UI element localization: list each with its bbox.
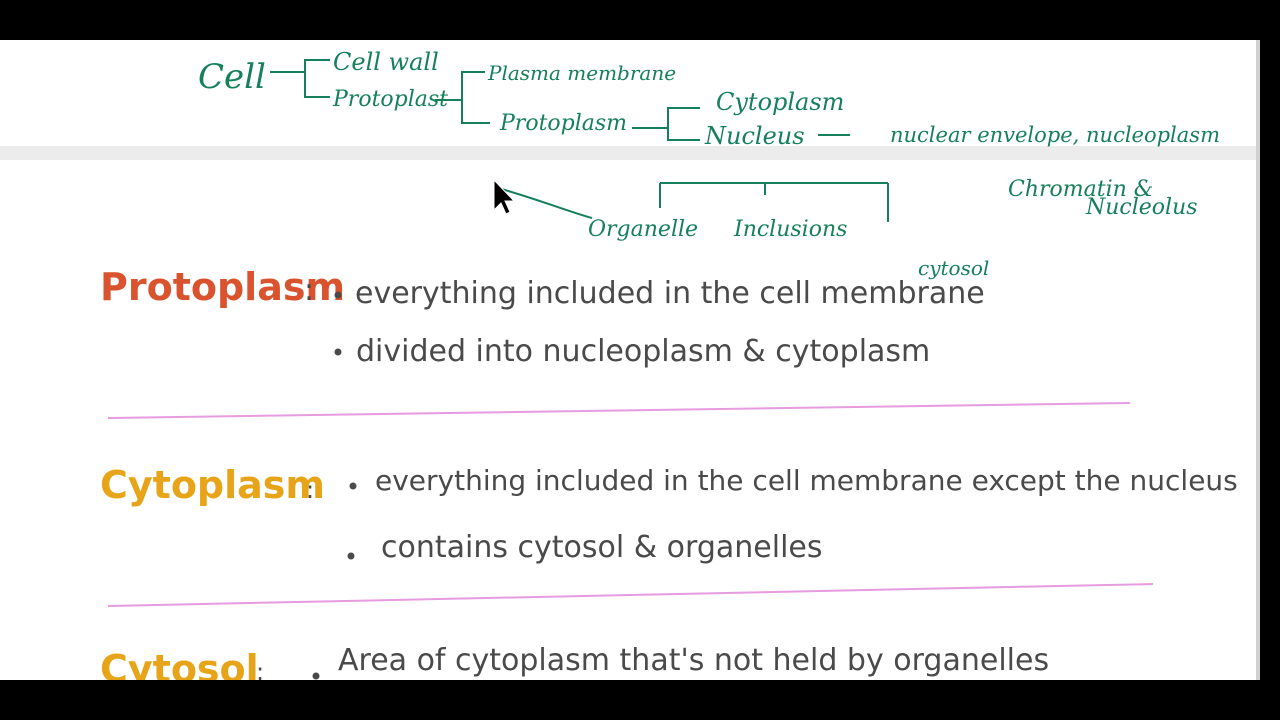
term-colon: : bbox=[306, 476, 314, 504]
bottom-letterbox-overlay bbox=[0, 680, 1280, 720]
cell-label: Cell bbox=[198, 57, 266, 97]
bullet-dot bbox=[334, 348, 342, 356]
nucleolus-label: Nucleolus bbox=[1085, 195, 1198, 220]
cell-wall-label: Cell wall bbox=[333, 48, 439, 76]
divider-line bbox=[107, 583, 1154, 607]
page-break-band bbox=[0, 146, 1260, 160]
bullet-text: contains cytosol & organelles bbox=[381, 530, 823, 565]
bullet-text: everything included in the cell membrane bbox=[355, 276, 985, 311]
bullet-dot bbox=[349, 482, 357, 490]
bullet-dot bbox=[312, 672, 320, 680]
organelle-label: Organelle bbox=[588, 217, 698, 242]
divider-line bbox=[107, 402, 1131, 419]
term-title-protoplasm: Protoplasm bbox=[100, 265, 345, 309]
nucleus-note-label: Nucleus bbox=[704, 122, 805, 150]
protoplast-label: Protoplast bbox=[332, 87, 448, 112]
right-letterbox bbox=[1260, 40, 1280, 680]
term-title-cytoplasm: Cytoplasm bbox=[100, 463, 325, 507]
term-colon: : bbox=[304, 273, 314, 308]
protoplasm-note-label: Protoplasm bbox=[499, 111, 627, 136]
term-colon: : bbox=[256, 658, 264, 686]
cytoplasm-note-label: Cytoplasm bbox=[716, 88, 844, 116]
bullet-text: everything included in the cell membrane… bbox=[375, 464, 1238, 497]
scrollbar-track[interactable] bbox=[1256, 40, 1260, 680]
chromatin-label: Chromatin & bbox=[1008, 177, 1153, 202]
nuclear-envelope-label: nuclear envelope, nucleoplasm bbox=[890, 123, 1220, 147]
cell-hierarchy-notes bbox=[270, 59, 889, 222]
top-letterbox bbox=[0, 0, 1280, 40]
bullet-dot bbox=[334, 291, 342, 299]
inclusions-label: Inclusions bbox=[733, 217, 847, 242]
bullet-dot bbox=[347, 552, 355, 560]
bullet-text: divided into nucleoplasm & cytoplasm bbox=[356, 334, 930, 369]
cytosol-note-label: cytosol bbox=[918, 256, 989, 280]
cursor-arrow-icon bbox=[493, 178, 516, 215]
bullet-text: Area of cytoplasm that's not held by org… bbox=[338, 643, 1049, 678]
plasma-membrane-label: Plasma membrane bbox=[487, 61, 676, 85]
